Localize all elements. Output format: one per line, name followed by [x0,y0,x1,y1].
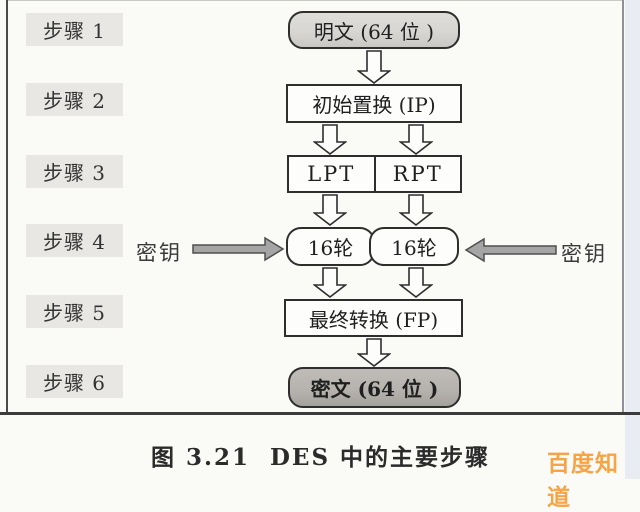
key-label-left: 密钥 [136,241,182,265]
down-block-arrow-icon [313,267,347,298]
down-block-arrow-icon [399,194,433,226]
down-block-arrow-icon [357,338,391,367]
step-label-4: 步骤 4 [26,224,123,257]
lpt-node: LPT [289,157,376,191]
step-label-6: 步骤 6 [26,365,123,398]
sixteen-rounds-left-node: 16轮 [286,227,375,266]
rpt-node: RPT [392,162,443,186]
sixteen-rounds-right-node: 16轮 [369,227,459,266]
step-label-3: 步骤 3 [26,155,123,188]
ciphertext-node: 密文 (64 位 ) [288,367,461,408]
down-block-arrow-icon [399,124,433,155]
scan-frame-top [6,0,624,1]
down-block-arrow-icon [313,124,347,155]
initial-permutation-label: 初始置换 (IP) [312,93,436,117]
figure-number: 图 3.21 [150,444,250,471]
key-label-right: 密钥 [561,242,607,266]
step-label-2: 步骤 2 [26,83,123,116]
sixteen-rounds-left-label: 16轮 [307,236,354,260]
final-permutation-label: 最终转换 (FP) [308,307,439,332]
baidu-zhidao-watermark: 百度知道 [547,451,619,511]
sixteen-rounds-right-label: 16轮 [391,236,437,260]
initial-permutation-node: 初始置换 (IP) [286,84,462,123]
ciphertext-label: 密文 (64 位 ) [310,377,439,401]
scan-frame-left [6,0,8,414]
step-label-5: 步骤 5 [26,295,123,328]
step-label-1: 步骤 1 [26,13,123,46]
key-arrow-right-icon [192,236,285,262]
key-arrow-left-icon [464,237,557,263]
scan-frame-bottom [0,412,640,415]
figure-title: DES 中的主要步骤 [269,444,491,471]
down-block-arrow-icon [313,194,347,226]
scan-right-margin [625,0,640,479]
lpt-rpt-row: LPT RPT [287,155,462,193]
plaintext-label: 明文 (64 位 ) [313,19,435,44]
final-permutation-node: 最终转换 (FP) [284,299,463,337]
down-block-arrow-icon [399,267,433,298]
down-block-arrow-icon [357,50,391,84]
scan-frame-right [622,0,624,414]
figure-caption: 图 3.21 DES 中的主要步骤 [148,438,493,472]
plaintext-node: 明文 (64 位 ) [288,11,460,49]
